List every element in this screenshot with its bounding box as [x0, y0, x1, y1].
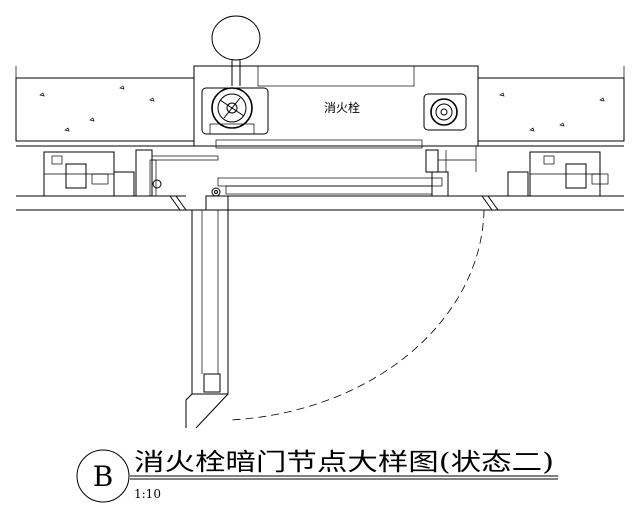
- title-block: [76, 449, 558, 503]
- fire-nozzle-icon: [423, 93, 467, 131]
- left-anchor-bracket: [43, 151, 135, 197]
- drawing-title: 消火栓暗门节点大样图(状态二): [134, 448, 554, 476]
- left-concrete-wall: [15, 77, 195, 142]
- hydrant-cabinet: [193, 65, 479, 149]
- right-concrete-wall: [477, 77, 625, 142]
- hinge-icon: [169, 187, 499, 211]
- valve-handwheel-icon: [211, 15, 261, 86]
- open-door-panel: [185, 209, 229, 429]
- wall-extension-lines: [15, 66, 625, 78]
- door-swing-arc: [229, 209, 485, 421]
- section-letter: B: [93, 460, 114, 493]
- right-anchor-bracket: [507, 151, 609, 197]
- hose-reel-icon: [201, 87, 269, 135]
- drawing-scale: 1:10: [134, 487, 161, 501]
- cabinet-label: 消火栓: [324, 100, 360, 115]
- door-frame: [135, 146, 477, 197]
